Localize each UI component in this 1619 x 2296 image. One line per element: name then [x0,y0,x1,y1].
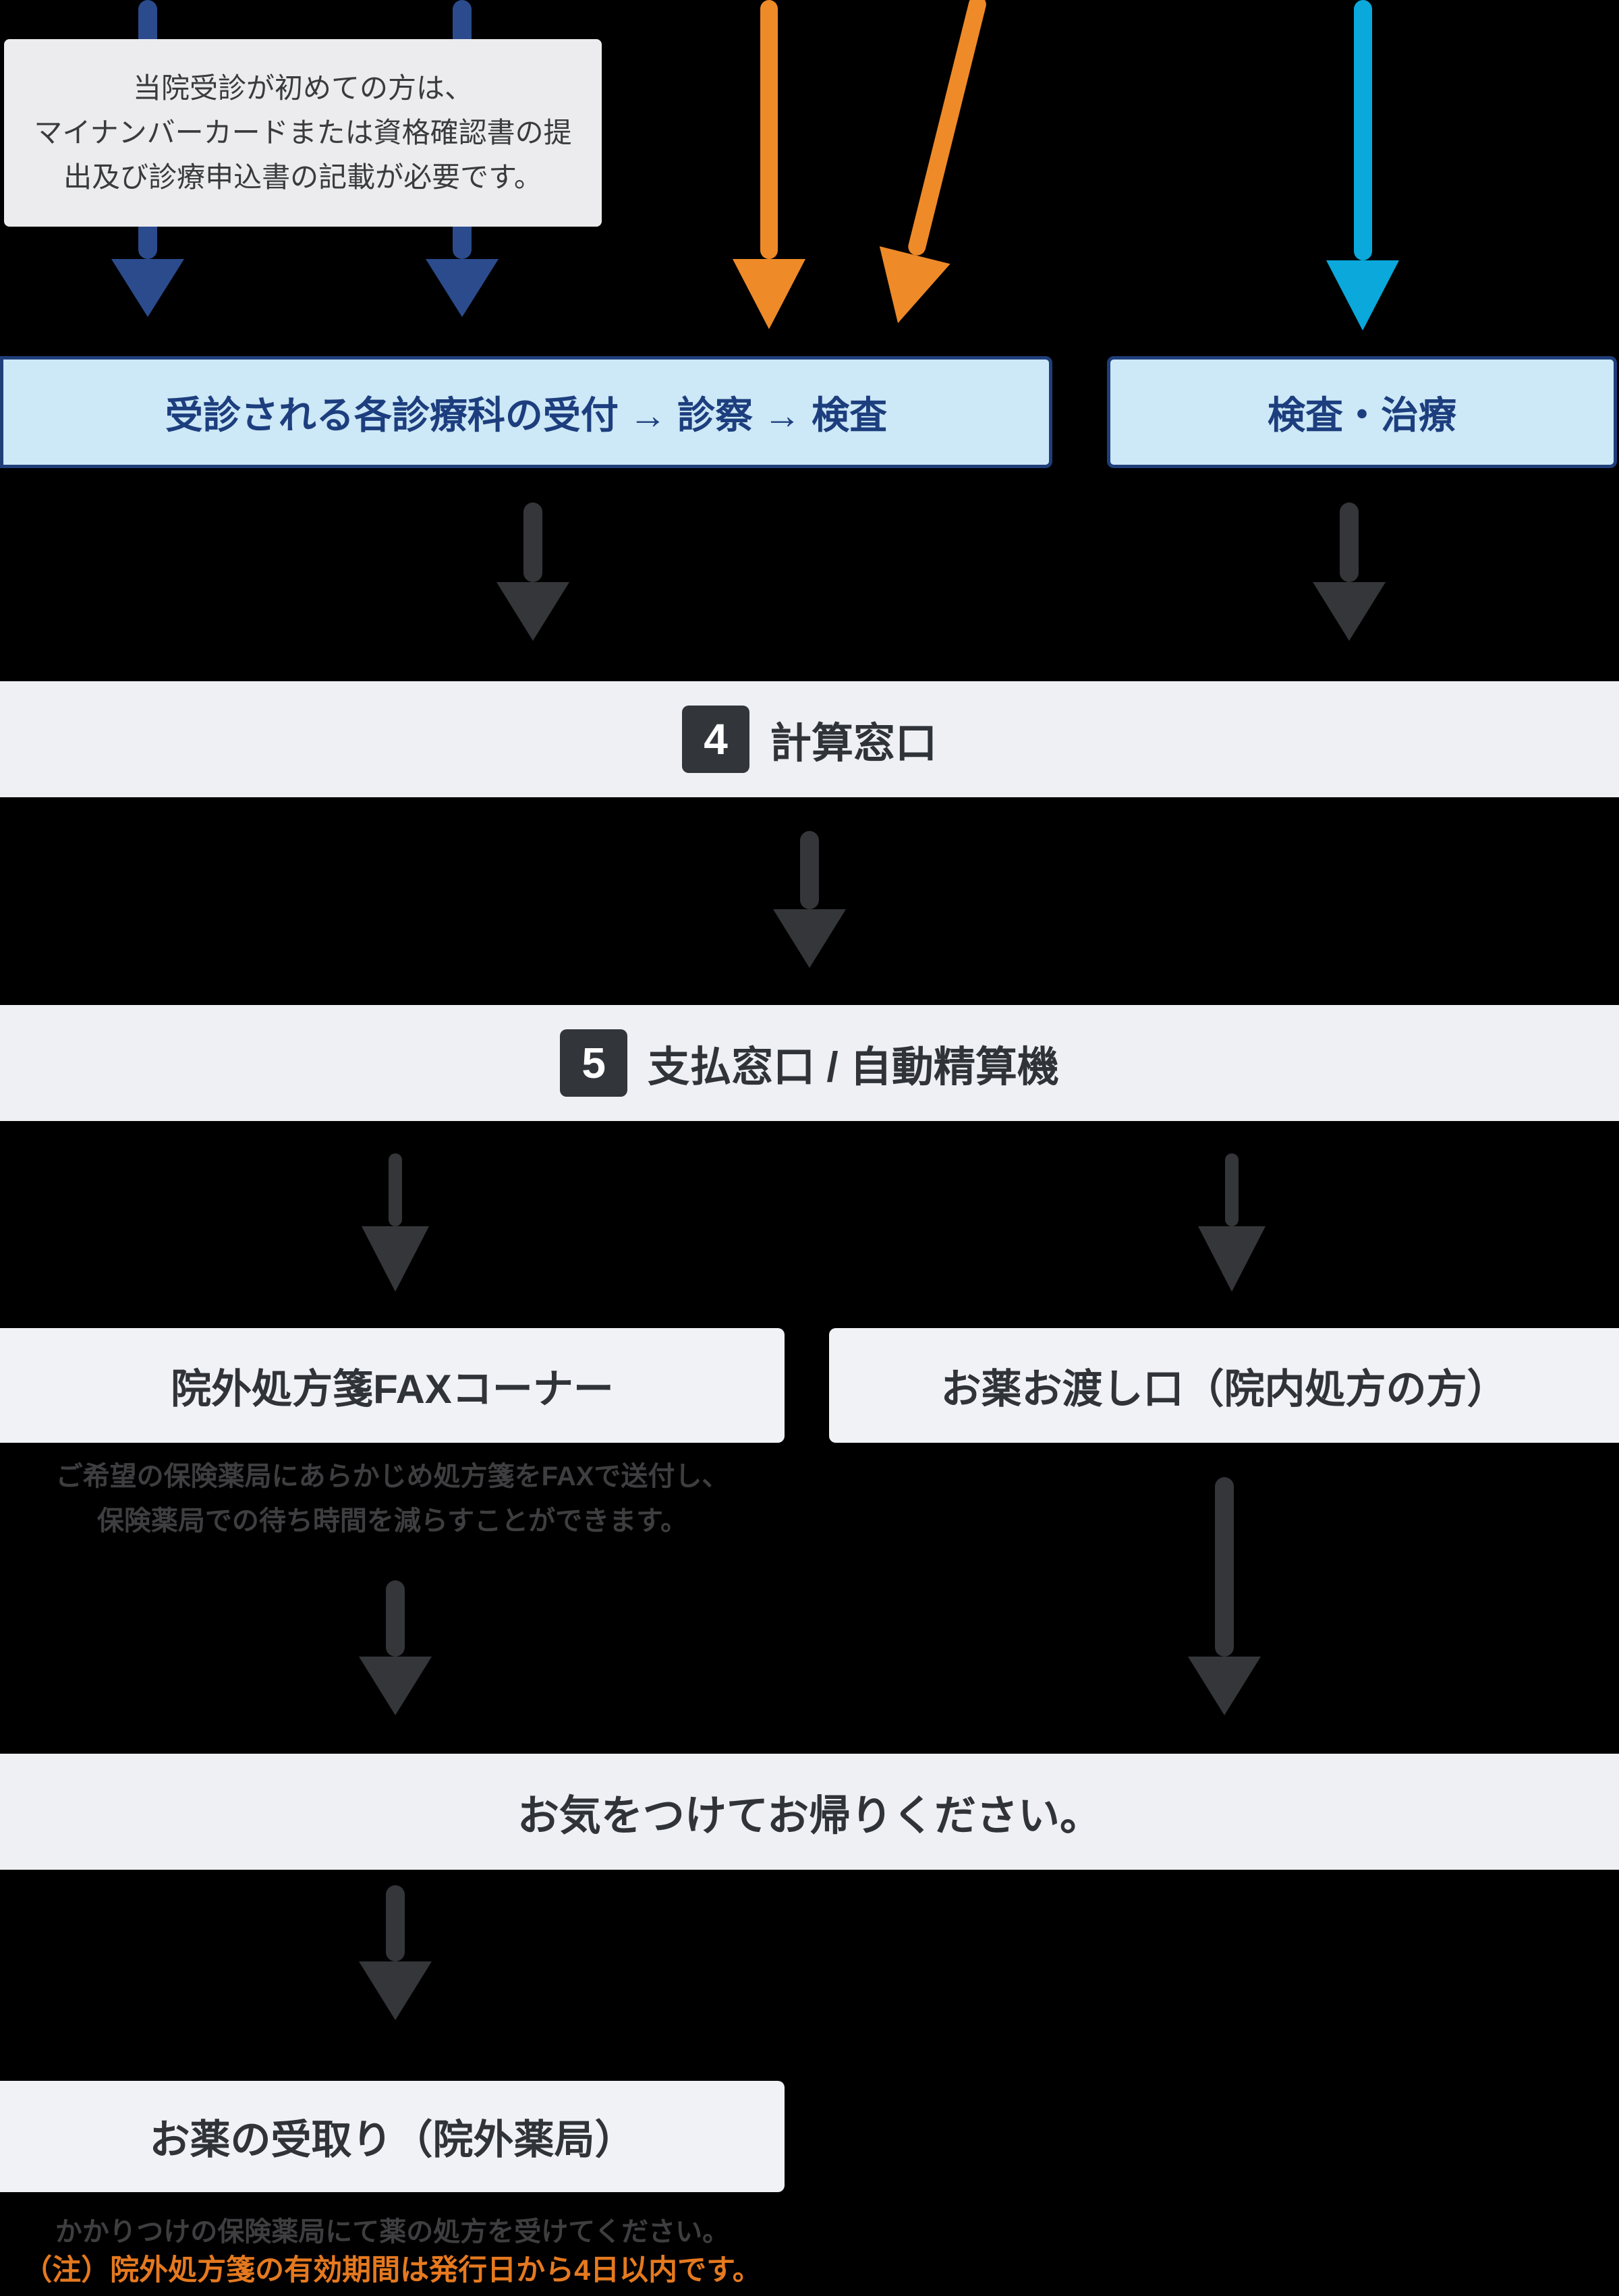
treatment-step-box: 検査・治療 [1107,356,1617,468]
arrow-head [1326,260,1399,331]
arrow-down-orange-vertical [733,0,805,329]
arrow-stem [523,503,542,582]
info-line-2: マイナンバーカードまたは資格確認書の提 [34,117,572,148]
arrow-stem [800,831,819,909]
calc-counter-label: 計算窓口 [769,720,937,767]
arrow-reception-to-calc [496,503,569,641]
step-4-badge: 4 [681,706,749,773]
arrow-stem [1225,1153,1239,1226]
first-visit-info-box: 当院受診が初めての方は、 マイナンバーカードまたは資格確認書の提 出及び診療申込… [4,39,602,227]
arrow-head [1313,582,1386,641]
caution-line: （注）院外処方箋の有効期間は発行日から4日以内です。 [23,2254,762,2287]
reception-step-box: 受診される各診療科の受付 → 診察 → 検査 [0,356,1052,468]
arrow-head [733,259,805,329]
arrow-head [362,1226,429,1292]
info-line-3: 出及び診療申込書の記載が必要です。 [63,161,542,193]
arrow-stem [389,1153,402,1226]
payment-counter-label: 支払窓口 / 自動精算機 [648,1044,1059,1091]
arrow-home-to-pickup [359,1885,432,2020]
reception-step-label: 受診される各診療科の受付 → 診察 → 検査 [165,393,888,436]
arrow-treatment-to-calc [1313,503,1386,641]
arrow-stem [1353,0,1372,260]
arrow-stem [386,1885,405,1961]
pickup-box: お薬の受取り（院外薬局） [0,2081,785,2192]
arrow-stem [906,0,988,258]
pickup-label: お薬の受取り（院外薬局） [149,2117,635,2162]
arrow-head [1198,1226,1266,1292]
prescription-validity-caution: （注）院外処方箋の有効期間は発行日から4日以内です。 [0,2253,785,2288]
arrow-calc-to-payment [773,831,846,968]
meds-window-label: お薬お渡し口（院内処方の方） [940,1366,1508,1412]
arrow-down-orange-diagonal [862,0,1015,333]
arrow-stem [1215,1477,1234,1657]
arrow-head [359,1961,432,2020]
arrow-payment-to-meds [1198,1153,1266,1292]
arrow-stem [760,0,778,259]
arrow-head [773,909,846,968]
arrow-head [862,246,950,333]
fax-corner-note: ご希望の保険薬局にあらかじめ処方箋をFAXで送付し、 保険薬局での待ち時間を減ら… [0,1454,785,1543]
arrow-head [496,582,569,641]
treatment-step-label: 検査・治療 [1268,393,1456,436]
fax-note-line-2: 保険薬局での待ち時間を減らすことができます。 [96,1506,688,1536]
pickup-note-line: かかりつけの保険薬局にて薬の処方を受けてください。 [55,2217,730,2247]
arrow-fax-to-home [359,1580,432,1715]
arrow-head [1188,1657,1261,1715]
meds-window-box: お薬お渡し口（院内処方の方） [829,1328,1619,1443]
fax-corner-label: 院外処方箋FAXコーナー [171,1366,614,1412]
calc-counter-bar: 4 計算窓口 [0,681,1619,797]
arrow-meds-to-home [1188,1477,1261,1715]
arrow-head [111,259,184,317]
first-visit-info-text: 当院受診が初めての方は、 マイナンバーカードまたは資格確認書の提 出及び診療申込… [34,66,571,200]
arrow-stem [386,1580,405,1657]
arrow-head [426,259,499,317]
arrow-payment-to-fax [362,1153,429,1292]
info-line-1: 当院受診が初めての方は、 [132,72,473,104]
go-home-label: お気をつけてお帰りください。 [517,1793,1102,1839]
fax-note-line-1: ご希望の保険薬局にあらかじめ処方箋をFAXで送付し、 [55,1462,729,1491]
payment-counter-bar: 5 支払窓口 / 自動精算機 [0,1005,1619,1121]
arrow-head [359,1657,432,1715]
step-5-badge: 5 [560,1029,628,1097]
arrow-down-cyan [1326,0,1399,331]
fax-corner-box: 院外処方箋FAXコーナー [0,1328,785,1443]
pickup-note: かかりつけの保険薬局にて薬の処方を受けてください。 [0,2210,785,2254]
go-home-bar: お気をつけてお帰りください。 [0,1754,1619,1870]
arrow-stem [1340,503,1359,582]
